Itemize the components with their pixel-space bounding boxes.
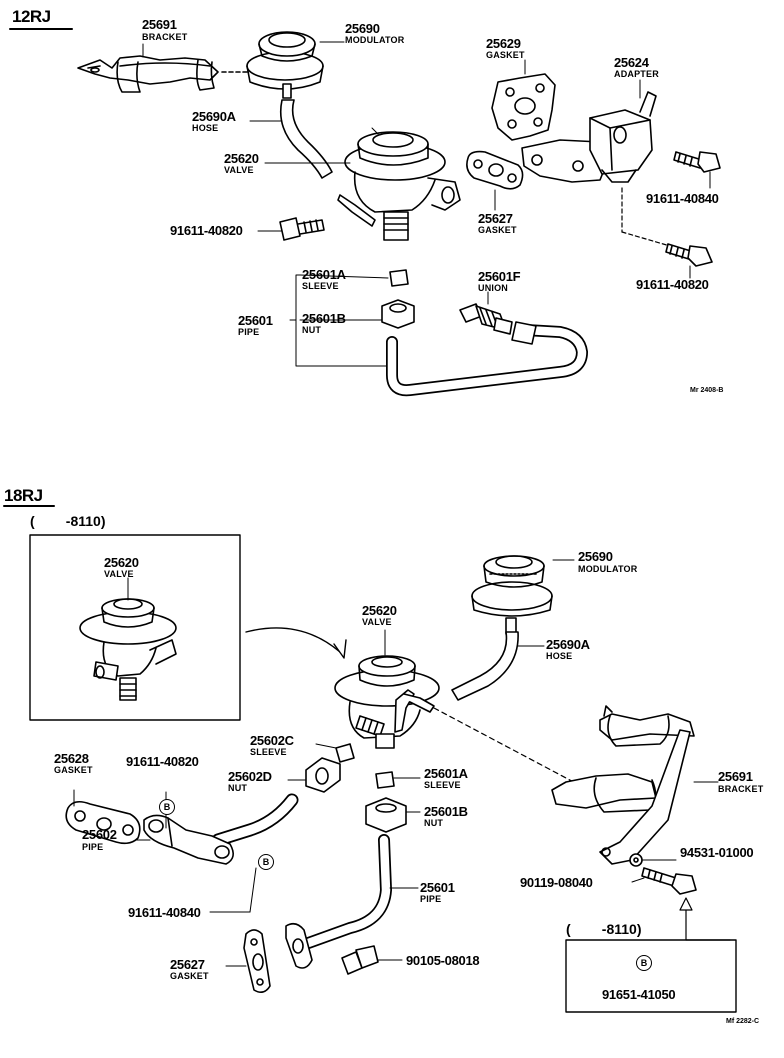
part-number-bolt-inset-91651: 91651-41050 bbox=[602, 987, 676, 1002]
part-number-bolt-top-18rj: 91611-40820 bbox=[126, 754, 199, 769]
pipe-25602-drawing bbox=[135, 791, 299, 913]
part-number-gasket-25627-12rj: 25627 bbox=[478, 211, 513, 226]
part-name-adapter: ADAPTER bbox=[614, 69, 659, 79]
part-number-gasket-25627-18rj: 25627 bbox=[170, 957, 205, 972]
part-number-modulator-12rj: 25690 bbox=[345, 21, 380, 36]
part-number-bolt-a-12rj: 91611-40840 bbox=[646, 191, 719, 206]
hose-12rj-drawing bbox=[279, 99, 333, 179]
washer-94531-drawing bbox=[629, 853, 677, 867]
part-number-sleeve-25601a-18rj: 25601A bbox=[424, 766, 468, 781]
part-number-nut-25601b-18rj: 25601B bbox=[424, 804, 468, 819]
inset-valve-drawing bbox=[79, 577, 177, 701]
valve-12rj-drawing bbox=[264, 127, 461, 241]
part-name-union: UNION bbox=[478, 283, 508, 293]
part-number-pipe-25602: 25602 bbox=[82, 827, 117, 842]
part-number-bolt-bottom-18rj: 91611-40840 bbox=[128, 905, 201, 920]
hose-18rj-drawing bbox=[451, 631, 519, 701]
mark-b-top: B bbox=[159, 799, 175, 815]
figure-ref-12rj: Mr 2408-B bbox=[690, 387, 724, 394]
inset2-range-label: ( -8110) bbox=[566, 921, 642, 937]
part-number-union: 25601F bbox=[478, 269, 521, 284]
part-name-nut-25601b-18rj: NUT bbox=[424, 818, 444, 828]
part-number-nut-12rj: 25601B bbox=[302, 311, 346, 326]
bolt-90119-drawing bbox=[631, 867, 697, 895]
part-number-adapter: 25624 bbox=[614, 55, 649, 70]
modulator-18rj-drawing bbox=[471, 555, 575, 635]
gasket-25627-drawing bbox=[466, 150, 524, 211]
part-number-gasket-25628: 25628 bbox=[54, 751, 89, 766]
modulator-12rj-drawing bbox=[246, 31, 345, 99]
arrow-inset-to-valve bbox=[245, 627, 341, 653]
part-name-hose-18rj: HOSE bbox=[546, 651, 573, 661]
part-number-nut-25602d: 25602D bbox=[228, 769, 272, 784]
part-name-modulator-18rj: MODULATOR bbox=[578, 564, 638, 574]
nut-25602d-drawing bbox=[287, 757, 341, 793]
part-number-sleeve-12rj: 25601A bbox=[302, 267, 346, 282]
gasket-25628-drawing bbox=[65, 789, 141, 845]
part-name-sleeve-25602c: SLEEVE bbox=[250, 747, 287, 757]
part-name-valve-12rj: VALVE bbox=[224, 165, 254, 175]
part-number-pipe-12rj: 25601 bbox=[238, 313, 273, 328]
part-number-bracket-18rj: 25691 bbox=[718, 769, 753, 784]
part-name-pipe-25602: PIPE bbox=[82, 842, 104, 852]
part-number-modulator-18rj: 25690 bbox=[578, 549, 613, 564]
arrow-inset2-to-bolt bbox=[685, 901, 731, 941]
part-name-pipe-12rj: PIPE bbox=[238, 327, 260, 337]
inset2-box bbox=[565, 939, 737, 1013]
part-name-bracket-18rj: BRACKET bbox=[718, 784, 764, 794]
part-number-hose-18rj: 25690A bbox=[546, 637, 590, 652]
part-name-sleeve-25601a-18rj: SLEEVE bbox=[424, 780, 461, 790]
sleeve-25601a-18rj-drawing bbox=[375, 771, 395, 789]
section-title-12rj: 12RJ bbox=[12, 7, 51, 26]
part-number-pipe-25601-18rj: 25601 bbox=[420, 880, 455, 895]
part-number-sleeve-25602c: 25602C bbox=[250, 733, 294, 748]
part-number-inset-valve: 25620 bbox=[104, 555, 139, 570]
part-name-gasket-25627-18rj: GASKET bbox=[170, 971, 209, 981]
part-name-sleeve-12rj: SLEEVE bbox=[302, 281, 339, 291]
part-number-washer-94531: 94531-01000 bbox=[680, 845, 754, 860]
figure-ref-18rj: Mf 2282-C bbox=[726, 1018, 760, 1025]
bracket-12rj-drawing bbox=[77, 55, 219, 93]
gasket-25627-18rj-drawing bbox=[225, 929, 271, 994]
section-title-18rj: 18RJ bbox=[4, 486, 43, 505]
part-name-valve-18rj: VALVE bbox=[362, 617, 392, 627]
part-number-bolt-b-12rj: 91611-40820 bbox=[636, 277, 709, 292]
part-number-valve-12rj: 25620 bbox=[224, 151, 259, 166]
part-name-gasket-25629: GASKET bbox=[486, 50, 525, 60]
part-name-nut-12rj: NUT bbox=[302, 325, 322, 335]
part-number-valve-18rj: 25620 bbox=[362, 603, 397, 618]
mark-b-inset2: B bbox=[636, 955, 652, 971]
part-name-gasket-25627-12rj: GASKET bbox=[478, 225, 517, 235]
part-name-bracket-12rj: BRACKET bbox=[142, 32, 188, 42]
nut-25601b-18rj-drawing bbox=[365, 797, 421, 833]
bracket-18rj-drawing bbox=[551, 705, 719, 865]
part-number-bolt-valve-12rj: 91611-40820 bbox=[170, 223, 243, 238]
part-name-gasket-25628: GASKET bbox=[54, 765, 93, 775]
adapter-drawing bbox=[521, 79, 657, 183]
sleeve-25602c-drawing bbox=[335, 743, 355, 763]
plug-90105-drawing bbox=[341, 945, 403, 975]
part-number-hose-12rj: 25690A bbox=[192, 109, 236, 124]
bolt-a-12rj-drawing bbox=[673, 151, 721, 189]
part-name-hose-12rj: HOSE bbox=[192, 123, 219, 133]
part-number-bolt-90119: 90119-08040 bbox=[520, 875, 593, 890]
inset-range-label: ( -8110) bbox=[30, 513, 106, 529]
inset-box bbox=[29, 534, 241, 721]
part-name-nut-25602d: NUT bbox=[228, 783, 248, 793]
pipe-25601-18rj-drawing bbox=[285, 834, 419, 969]
gasket-25629-drawing bbox=[491, 59, 556, 141]
part-name-pipe-25601-18rj: PIPE bbox=[420, 894, 442, 904]
mark-b-bottom: B bbox=[258, 854, 274, 870]
pipe-assembly-12rj-drawing bbox=[381, 269, 588, 397]
part-name-inset-valve: VALVE bbox=[104, 569, 134, 579]
part-number-bracket-12rj: 25691 bbox=[142, 17, 177, 32]
bolt-valve-12rj-drawing bbox=[257, 217, 325, 241]
bolt-b-12rj-drawing bbox=[665, 243, 713, 279]
valve-18rj-drawing bbox=[334, 629, 440, 749]
part-name-modulator-12rj: MODULATOR bbox=[345, 35, 405, 45]
part-number-plug-90105: 90105-08018 bbox=[406, 953, 480, 968]
part-number-gasket-25629: 25629 bbox=[486, 36, 521, 51]
